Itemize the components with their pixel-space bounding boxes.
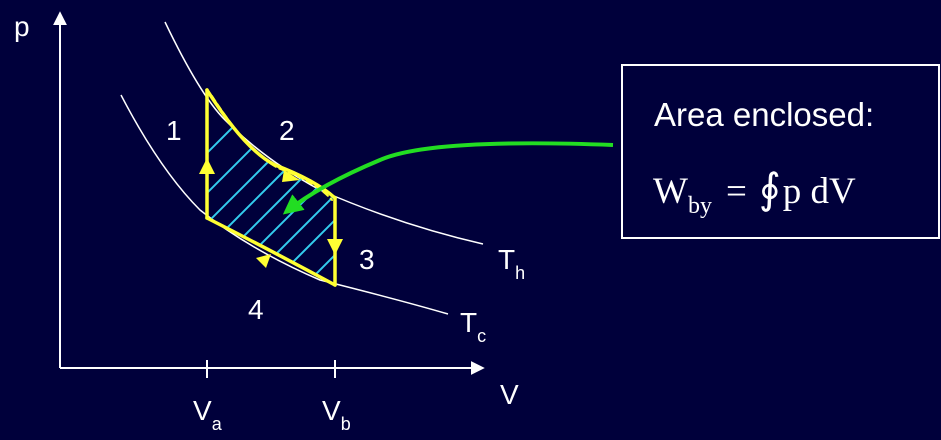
tick-label-va: Va [193,395,223,434]
hot-isotherm-label: Th [498,244,525,283]
state-2-label: 2 [279,115,295,146]
segment-3-4 [205,216,337,287]
annotation-title: Area enclosed: [654,96,874,133]
arrow-1-2 [282,170,300,182]
x-axis-label: V [500,379,519,410]
hot-isotherm [164,21,484,245]
arrow-up-4-1 [199,158,215,174]
segment-1-2 [205,88,337,200]
arrow-down-2-3 [327,239,343,255]
state-4-label: 4 [248,294,264,325]
cold-isotherm-label: Tc [460,307,486,346]
state-1-label: 1 [166,115,182,146]
enclosed-area-hatch [207,119,335,285]
state-3-label: 3 [359,244,375,275]
arrow-left-3-4 [256,254,271,268]
cold-isotherm [120,94,449,315]
y-axis-label: p [14,11,30,42]
annotation-box [621,64,940,239]
work-formula: Wby=∮p dV [653,167,856,219]
tick-label-vb: Vb [322,395,351,434]
pointer-arrow [282,141,614,215]
